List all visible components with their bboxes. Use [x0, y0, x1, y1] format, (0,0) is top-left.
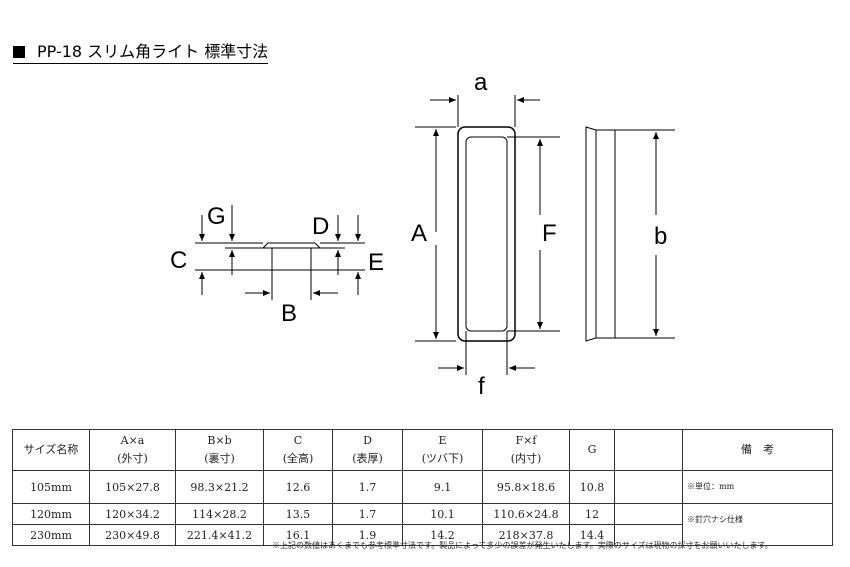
table-cell: 120×34.2 — [89, 503, 176, 525]
header-Aa: A×a(外寸) — [89, 429, 176, 471]
table-cell: 120mm — [12, 503, 90, 525]
table-cell: 98.3×21.2 — [175, 470, 264, 504]
label-F: F — [542, 220, 557, 247]
remarks-note: ※単位：mm — [682, 470, 833, 504]
table-cell: 114×28.2 — [175, 503, 264, 525]
table-cell: 9.1 — [402, 470, 483, 504]
label-a: a — [474, 69, 488, 96]
label-B: B — [281, 300, 297, 327]
label-f: f — [478, 373, 485, 400]
table-cell: 1.7 — [332, 503, 403, 525]
header-blank — [614, 429, 683, 471]
table-cell: 12 — [569, 503, 615, 525]
label-E: E — [368, 249, 384, 276]
table-cell: 10.8 — [569, 470, 615, 504]
table-cell — [614, 524, 683, 546]
table-cell: 105×27.8 — [89, 470, 176, 504]
page-title: PP-18 スリム角ライト 標準寸法 — [13, 38, 269, 64]
header-G: G — [569, 429, 615, 471]
section-view — [195, 205, 365, 300]
table-cell: 221.4×41.2 — [175, 524, 264, 546]
table-cell: 110.6×24.8 — [482, 503, 570, 525]
header-D: D(表厚) — [332, 429, 403, 471]
table-cell: 230mm — [12, 524, 90, 546]
label-C: C — [170, 247, 187, 274]
footnote: ※上記の数値はあくまでも参考標準寸法です。製品によって多少の誤差が発生いたします… — [272, 541, 773, 550]
header-Bb: B×b(裏寸) — [175, 429, 264, 471]
table-cell: 1.7 — [332, 470, 403, 504]
label-A: A — [411, 220, 427, 247]
table-cell: 12.6 — [263, 470, 333, 504]
label-b: b — [654, 223, 667, 250]
title-text: PP-18 スリム角ライト 標準寸法 — [37, 42, 269, 61]
dimensions-table: サイズ名称 A×a(外寸) B×b(裏寸) C(全高) D(表厚) E(ツバ下)… — [12, 429, 833, 546]
header-C: C(全高) — [263, 429, 333, 471]
table-cell: 16.1 — [263, 524, 333, 546]
header-size: サイズ名称 — [12, 429, 90, 471]
table-cell — [614, 503, 683, 525]
header-Ff: F×f(内寸) — [482, 429, 570, 471]
table-cell: 105mm — [12, 470, 90, 504]
label-D: D — [312, 213, 329, 240]
label-G: G — [207, 203, 226, 230]
table-cell: 13.5 — [263, 503, 333, 525]
dimension-diagram: a A F b f G C D E B — [170, 69, 675, 400]
table-cell — [614, 470, 683, 504]
square-bullet-icon — [13, 46, 25, 58]
table-cell: 230×49.8 — [89, 524, 176, 546]
front-view — [415, 95, 560, 375]
header-remarks: 備 考 — [682, 429, 833, 471]
header-E: E(ツバ下) — [402, 429, 483, 471]
remarks-note: ※釘穴ナシ仕様 — [682, 503, 833, 546]
table-cell: 95.8×18.6 — [482, 470, 570, 504]
table-cell: 10.1 — [402, 503, 483, 525]
side-view — [585, 126, 675, 342]
table-cell: 14.2 — [402, 524, 483, 546]
table-cell: 218×37.8 — [482, 524, 570, 546]
